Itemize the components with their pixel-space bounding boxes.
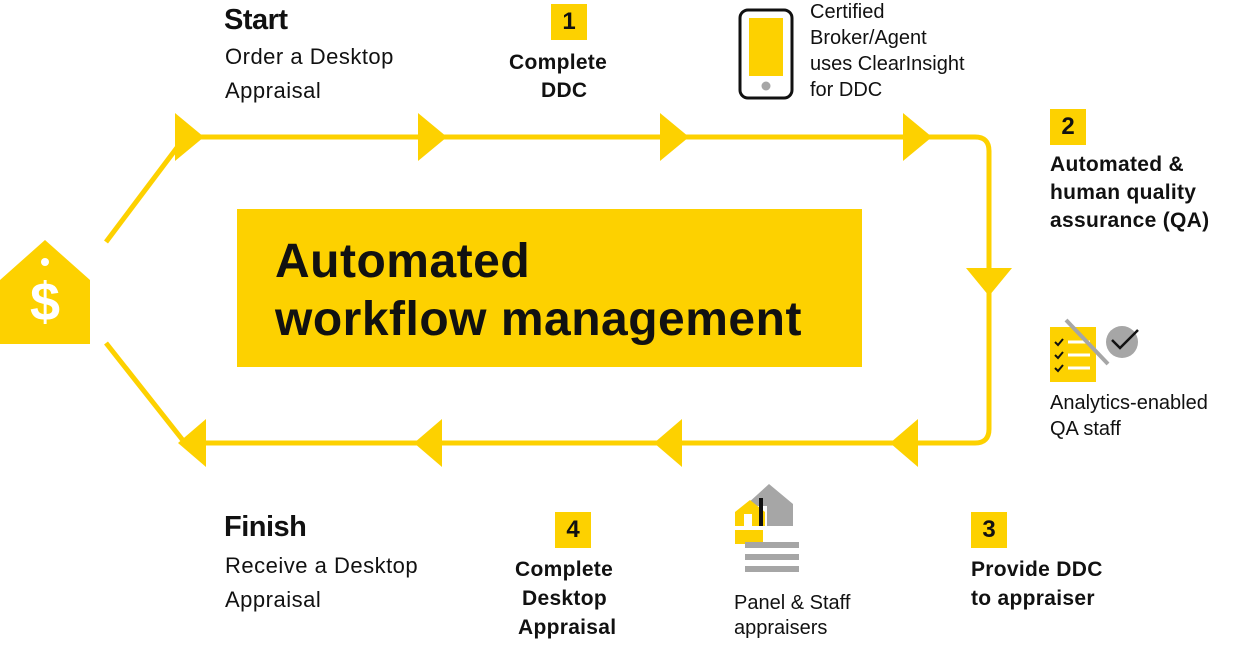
step-4-label-line-2: Desktop <box>522 587 607 610</box>
start-title: Start <box>224 4 288 36</box>
dollar-symbol: $ <box>29 272 61 332</box>
step-4-badge: 4 <box>555 512 591 548</box>
appraisers-line-2: appraisers <box>734 617 828 639</box>
dollar-house-tag-icon: $ <box>0 240 90 345</box>
start-line-1: Order a Desktop <box>225 44 394 69</box>
arrow-right-1 <box>175 113 204 161</box>
arrowheads <box>175 113 1012 467</box>
smartphone-icon <box>738 8 794 100</box>
step-4-label-line-1: Complete <box>515 558 614 581</box>
checklist-icon <box>1048 318 1144 384</box>
arrow-right-2 <box>418 113 447 161</box>
step-4-label-line-3: Appraisal <box>518 616 617 639</box>
step-3-label-line-2: to appraiser <box>971 587 1095 610</box>
step-2-badge: 2 <box>1050 109 1086 145</box>
step-2-label-line-1: Automated & <box>1050 153 1184 176</box>
broker-note-line-3: uses ClearInsight <box>810 53 965 75</box>
arrow-left-4 <box>178 419 206 467</box>
arrow-down <box>966 268 1012 296</box>
step-3-badge: 3 <box>971 512 1007 548</box>
appraisers-line-1: Panel & Staff <box>734 592 851 614</box>
qa-staff-line-2: QA staff <box>1050 418 1121 440</box>
qa-staff-line-1: Analytics-enabled <box>1050 392 1208 414</box>
step-3-label-line-1: Provide DDC <box>971 558 1103 581</box>
broker-note-line-2: Broker/Agent <box>810 27 927 49</box>
center-title-box: Automated workflow management <box>237 209 862 367</box>
step-1-label-line-1: Complete <box>509 51 608 74</box>
finish-line-2: Appraisal <box>225 587 322 612</box>
arrow-left-1 <box>890 419 918 467</box>
broker-note-line-4: for DDC <box>810 79 883 101</box>
step-1-badge: 1 <box>551 4 587 40</box>
start-line-2: Appraisal <box>225 78 322 103</box>
arrow-right-4 <box>903 113 932 161</box>
finish-line-1: Receive a Desktop <box>225 553 419 578</box>
broker-note-line-1: Certified <box>810 1 885 23</box>
step-2-label-line-2: human quality <box>1050 181 1197 204</box>
arrow-right-3 <box>660 113 689 161</box>
center-title-line-2: workflow management <box>275 293 802 346</box>
houses-icon <box>733 484 803 576</box>
step-1-label-line-2: DDC <box>541 79 588 102</box>
step-2-label-line-3: assurance (QA) <box>1050 209 1210 232</box>
center-title-line-1: Automated <box>275 235 531 288</box>
finish-title: Finish <box>224 511 307 543</box>
arrow-left-3 <box>414 419 442 467</box>
arrow-left-2 <box>654 419 682 467</box>
